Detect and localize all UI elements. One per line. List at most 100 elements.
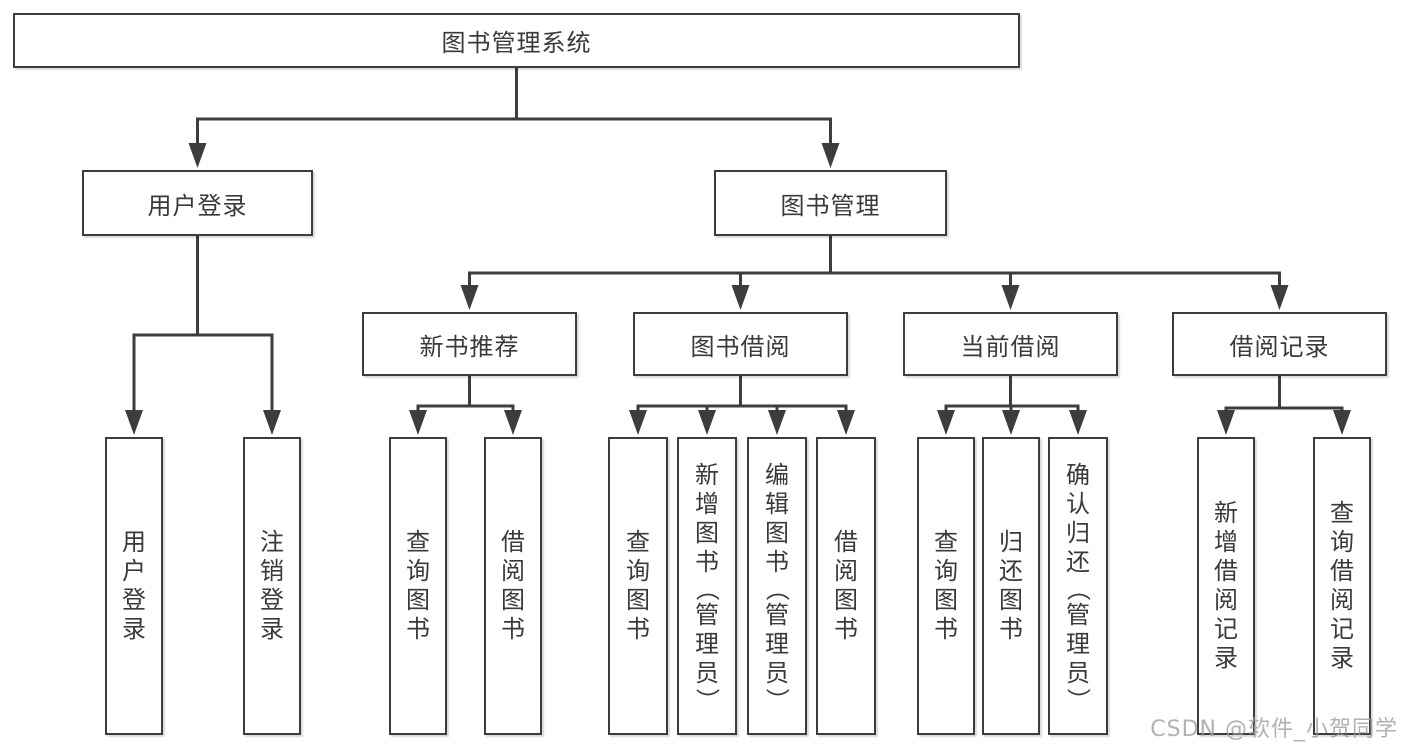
node-label: 借阅记录 [1229,332,1330,361]
vertical-char: 图 [695,518,719,547]
vertical-char: 书 [999,615,1023,643]
vertical-char: 阅 [834,557,858,585]
node-label-vertical: 确认归还（管理员） [1050,439,1106,733]
vertical-char: 借 [1214,557,1238,585]
node-label-vertical: 借阅图书 [818,439,874,733]
vertical-char: 书 [765,547,789,576]
node-user-login-leaf: 用户登录 [105,437,163,735]
vertical-char: 管 [695,600,719,629]
node-borrow-books-1: 借阅图书 [484,437,542,735]
vertical-char: 户 [122,557,146,585]
node-label: 图书管理 [780,191,881,220]
vertical-char: 录 [260,615,284,643]
vertical-char: 借 [1330,557,1354,585]
csdn-watermark: CSDN @软件_小贺同学 [1150,717,1398,742]
vertical-char: 记 [1214,615,1238,643]
vertical-char: 录 [122,615,146,643]
vertical-char: 书 [695,547,719,576]
node-label-vertical: 新增图书（管理员） [679,439,735,733]
arrowhead [460,285,479,310]
vertical-char: 图 [934,586,958,614]
vertical-char: 录 [1214,644,1238,672]
node-label-vertical: 查询图书 [919,439,973,733]
vertical-char: 图 [834,586,858,614]
vertical-char: 书 [934,615,958,643]
arrowhead [504,410,522,435]
arrowhead [937,410,955,435]
vertical-char: 图 [501,586,525,614]
node-label-vertical: 注销登录 [245,439,299,733]
vertical-char: 书 [406,615,430,643]
vertical-char: 图 [626,586,650,614]
arrowhead [1001,285,1020,310]
vertical-char: 管 [765,600,789,629]
node-edit-book: 编辑图书（管理员） [747,437,807,735]
node-borrow-records: 借阅记录 [1172,312,1387,376]
arrowhead [188,143,207,168]
node-new-book-recommend: 新书推荐 [362,312,577,376]
vertical-char: 阅 [501,557,525,585]
vertical-char: 新 [1214,499,1238,527]
vertical-char: 询 [406,557,430,585]
node-label-vertical: 查询借阅记录 [1315,439,1369,733]
vertical-char: 增 [695,489,719,518]
vertical-char: 理 [695,629,719,658]
arrowhead [821,143,840,168]
arrowhead [837,410,855,435]
arrowhead [409,410,427,435]
vertical-char: 员 [1066,658,1090,687]
node-query-books-3: 查询图书 [917,437,975,735]
node-label-vertical: 查询图书 [391,439,445,733]
vertical-char: 询 [1330,528,1354,556]
vertical-char: 用 [122,528,146,556]
vertical-char: 借 [834,528,858,556]
vertical-char: ） [693,687,721,712]
node-label-vertical: 查询图书 [610,439,666,733]
node-query-books-1: 查询图书 [389,437,447,735]
vertical-char: 查 [1330,499,1354,527]
node-label-vertical: 编辑图书（管理员） [749,439,805,733]
arrowhead [629,410,647,435]
node-label-vertical: 用户登录 [107,439,161,733]
vertical-char: 销 [260,557,284,585]
node-add-borrow-record: 新增借阅记录 [1197,437,1255,735]
vertical-char: 新 [695,460,719,489]
vertical-char: 借 [501,528,525,556]
vertical-char: 录 [1330,644,1354,672]
vertical-char: 确 [1066,460,1090,489]
node-label: 用户登录 [147,191,248,220]
vertical-char: 询 [626,557,650,585]
vertical-char: 登 [122,586,146,614]
vertical-char: 认 [1066,489,1090,518]
vertical-char: 理 [765,629,789,658]
vertical-char: ） [1064,687,1092,712]
arrowhead [768,410,786,435]
vertical-char: 书 [501,615,525,643]
node-confirm-return: 确认归还（管理员） [1048,437,1108,735]
vertical-char: 询 [934,557,958,585]
vertical-char: 查 [406,528,430,556]
vertical-char: 增 [1214,528,1238,556]
node-logout-leaf: 注销登录 [243,437,301,735]
node-label: 图书管理系统 [441,29,592,57]
vertical-char: 图 [765,518,789,547]
node-book-borrow: 图书借阅 [633,312,848,376]
arrowhead [263,410,281,435]
node-query-borrow-record: 查询借阅记录 [1313,437,1371,735]
node-book-management: 图书管理 [714,170,947,236]
arrowhead [1333,410,1351,435]
arrowhead [1069,410,1087,435]
vertical-char: （ [1064,576,1092,601]
vertical-char: 管 [1066,600,1090,629]
arrowhead [731,285,750,310]
vertical-char: 员 [765,658,789,687]
arrowhead [125,410,143,435]
vertical-char: （ [763,576,791,601]
vertical-char: （ [693,576,721,601]
vertical-char: 图 [999,586,1023,614]
node-user-login: 用户登录 [82,170,313,236]
vertical-char: 归 [1066,518,1090,547]
vertical-char: 记 [1330,615,1354,643]
